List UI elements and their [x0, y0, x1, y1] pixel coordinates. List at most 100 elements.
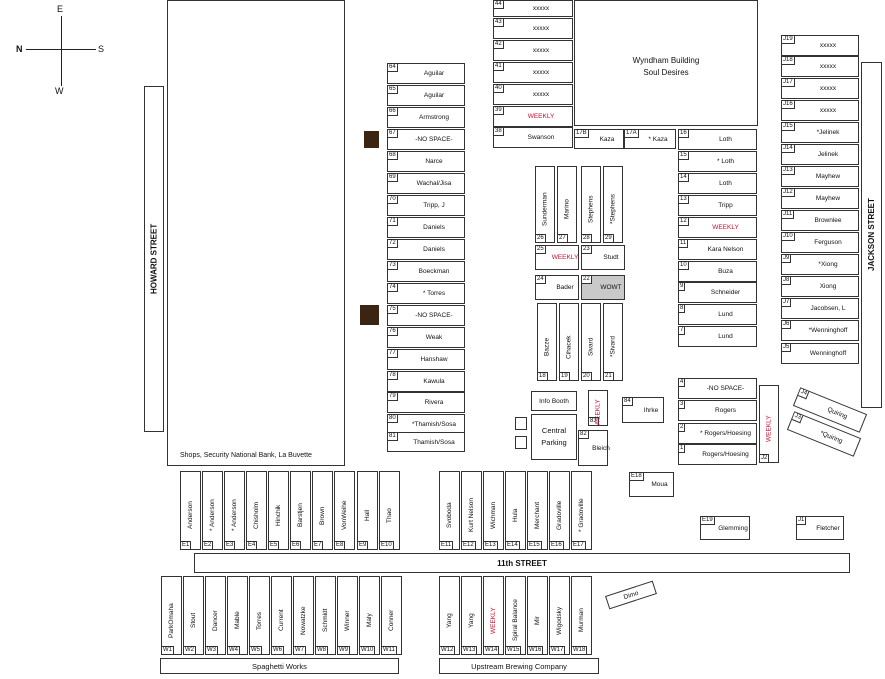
- stall-e2[interactable]: E2* Anderson: [202, 471, 223, 550]
- stall-4[interactable]: 4-NO SPACE-: [678, 378, 757, 399]
- stall-j15[interactable]: J15*Jelinek: [781, 122, 859, 143]
- stall-e3[interactable]: E3* Anderson: [224, 471, 245, 550]
- stall-j9[interactable]: J9*Xiong: [781, 254, 859, 275]
- stall-e17[interactable]: E17* Gradoville: [571, 471, 592, 550]
- stall-j6[interactable]: J6*Wenninghoff: [781, 320, 859, 341]
- stall-74[interactable]: 74* Torres: [387, 283, 465, 304]
- stall-2[interactable]: 2* Rogers/Hoesing: [678, 423, 757, 444]
- stall-15[interactable]: 15* Loth: [678, 151, 757, 172]
- stall-75[interactable]: 75-NO SPACE-: [387, 305, 465, 326]
- stall-17a[interactable]: 17A* Kaza: [624, 129, 676, 149]
- stall-67[interactable]: 67-NO SPACE-: [387, 129, 465, 150]
